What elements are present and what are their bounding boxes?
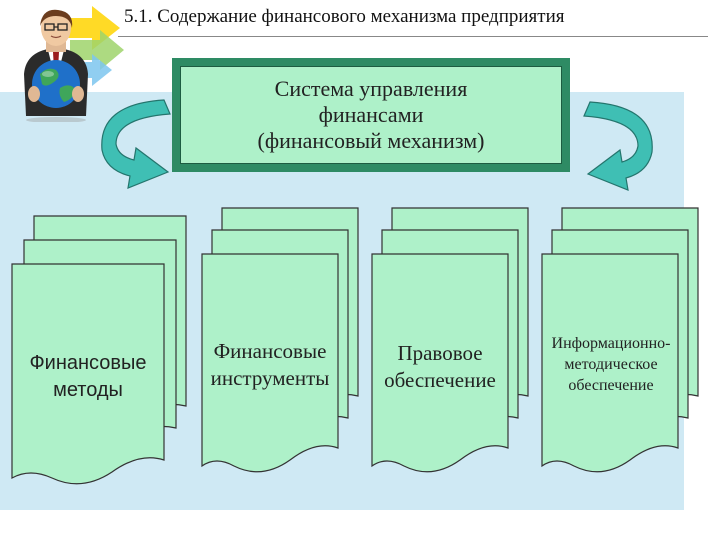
title-underline [118,36,708,37]
card-stack-information-support: Информационно- методическое обеспечение [538,204,720,504]
card-stack-legal-support: Правовое обеспечение [368,204,558,504]
card-stack-financial-methods: Финансовые методы [10,210,200,510]
document-stack-icon [371,207,529,473]
left-curved-arrow-icon [101,99,171,189]
central-box: Система управления финансами (финансовый… [172,58,570,172]
document-stack-icon [201,207,359,473]
document-stack-icon [541,207,699,473]
central-box-label: Система управления финансами (финансовый… [257,76,485,153]
slide-title: 5.1. Содержание финансового механизма пр… [124,6,565,27]
card-label: Правовое обеспечение [384,341,496,393]
central-box-inner: Система управления финансами (финансовый… [180,66,562,164]
right-curved-arrow-icon [583,101,653,191]
card-label: Информационно- методическое обеспечение [551,335,671,394]
card-label: Финансовые инструменты [210,339,330,391]
card-stack-financial-instruments: Финансовые инструменты [198,204,388,504]
card-label: Финансовые методы [29,352,147,401]
document-stack-icon [11,215,187,485]
businessman-with-globe-icon [24,9,88,122]
